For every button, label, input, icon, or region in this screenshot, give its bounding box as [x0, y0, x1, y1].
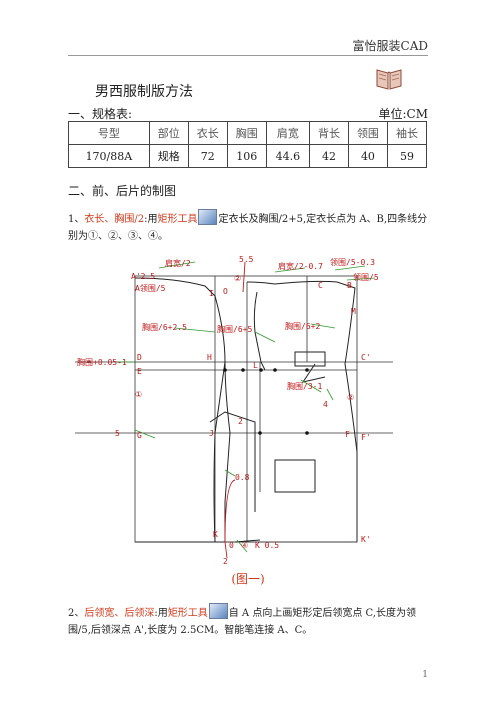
- para2-text: :用: [154, 608, 168, 619]
- section-front-back-heading: 二、前、后片的制图: [68, 184, 177, 198]
- label-J: J: [209, 429, 214, 438]
- label-D: D: [137, 353, 142, 362]
- para2-highlight: 后领宽、后领深: [84, 608, 155, 619]
- spec-header-cell: 号型: [68, 121, 150, 145]
- spec-table-row: 170/88A 规格 72 106 44.6 42 40 59: [68, 144, 428, 168]
- para1-prefix: 1、: [68, 214, 85, 225]
- label-a-prime: A'2.5: [131, 272, 155, 281]
- label-zero-eight: 0.8: [235, 473, 250, 482]
- label-chest-6-2-5: 胸围/6+2.5: [142, 322, 187, 332]
- label-M: M: [351, 307, 356, 316]
- figure-guide-lines: [119, 261, 376, 553]
- para1-rest: 定衣长及胸围/2+5,定衣长点为 A、B,四条线分别为①、②、③、④。: [68, 214, 428, 242]
- label-circle-one: ①: [135, 390, 142, 399]
- label-O: O: [223, 287, 228, 296]
- label-chest-6-5: 胸围/6+5: [217, 324, 252, 334]
- spec-cell: 规格: [148, 144, 189, 168]
- spec-cell: 42: [308, 144, 349, 168]
- label-circle-two: ②: [347, 393, 354, 402]
- rectangle-tool-icon: [198, 209, 218, 225]
- spec-cell: 170/88A: [68, 144, 150, 168]
- label-C-prime: C': [361, 353, 371, 362]
- document-title: 男西服制版方法: [95, 84, 193, 100]
- header-brand: 富怡服装CAD: [352, 39, 428, 53]
- label-F: F: [345, 430, 350, 439]
- figure-caption: (图一): [231, 572, 265, 586]
- para1-tool-name: 矩形工具: [157, 214, 198, 225]
- label-C: C: [318, 281, 323, 290]
- spec-header-cell: 部位: [148, 121, 189, 145]
- instruction-paragraph-1: 1、衣长、胸围/2:用矩形工具定衣长及胸围/2+5,定衣长点为 A、B,四条线分…: [68, 209, 428, 245]
- label-five: 5: [115, 429, 120, 438]
- label-F-prime: F': [361, 433, 371, 442]
- figure-points: [223, 368, 309, 435]
- label-K-prime: K': [361, 535, 371, 544]
- spec-header-cell: 衣长: [187, 121, 228, 145]
- label-chest-6-2: 胸围/6+2: [285, 321, 320, 331]
- spec-header-cell: 肩宽: [265, 121, 310, 145]
- label-circle-four: ④: [241, 541, 248, 550]
- para2-rest: 自 A 点向上画矩形定后领宽点 C,长度为领围/5,后领深点 A',长度为 2.…: [68, 608, 416, 636]
- label-chest-3-1: 胸围/3-1: [287, 381, 322, 391]
- label-five-five: 5.5: [239, 255, 254, 264]
- figure-construction-lines: [75, 275, 393, 543]
- label-chest-left: 胸围+0.05-1: [77, 357, 127, 367]
- label-collar-five-r: 领围/5: [353, 272, 379, 282]
- label-zero-k: 0: [229, 541, 234, 550]
- spec-cell: 106: [226, 144, 267, 168]
- label-shoulder-half: 肩宽/2: [165, 258, 191, 268]
- label-collar-minus: 领围/5-0.3: [330, 257, 375, 267]
- spec-table-header-row: 号型 部位 衣长 胸围 肩宽 背长 领围 袖长: [68, 121, 428, 145]
- label-L: L: [253, 361, 258, 370]
- spec-cell: 44.6: [265, 144, 310, 168]
- pattern-figure: 肩宽/2 5.5 肩宽/2-0.7 领围/5-0.3 A'2.5 ② 领围/5 …: [75, 255, 393, 566]
- figure-pattern-outline: [134, 277, 358, 543]
- label-four: 4: [323, 400, 328, 409]
- spec-header-cell: 背长: [308, 121, 349, 145]
- para2-tool-name: 矩形工具: [167, 608, 208, 619]
- label-E: E: [137, 367, 142, 376]
- unit-label: 单位:CM: [378, 107, 428, 121]
- label-H: H: [207, 353, 212, 362]
- label-B: B: [347, 281, 352, 290]
- spec-cell: 40: [347, 144, 388, 168]
- label-I: I: [209, 289, 214, 298]
- para1-highlight: 衣长、胸围/2: [84, 214, 145, 225]
- label-bottom-two: 2: [223, 557, 228, 566]
- header-divider: [68, 55, 428, 56]
- spec-header-cell: 领围: [347, 121, 388, 145]
- figure-red-lines: [224, 261, 246, 559]
- book-icon: [376, 69, 402, 90]
- spec-header-cell: 袖长: [386, 121, 428, 145]
- para2-prefix: 2、: [68, 608, 85, 619]
- label-a-collar: A领围/5: [135, 283, 166, 293]
- label-G: G: [137, 431, 142, 440]
- spec-cell: 72: [187, 144, 228, 168]
- page-number: 1: [422, 670, 428, 680]
- label-shoulder-minus: 肩宽/2-0.7: [278, 261, 323, 271]
- label-K: K: [213, 530, 218, 539]
- figure-labels: 肩宽/2 5.5 肩宽/2-0.7 领围/5-0.3 A'2.5 ② 领围/5 …: [77, 255, 379, 566]
- spec-cell: 59: [386, 144, 428, 168]
- label-k-zero-five: K 0.5: [255, 541, 279, 550]
- rectangle-tool-icon: [208, 603, 228, 619]
- spec-table: 号型 部位 衣长 胸围 肩宽 背长 领围 袖长 170/88A 规格 72 10…: [68, 121, 428, 168]
- label-two: 2: [238, 417, 243, 426]
- label-circle-two-top: ②: [234, 274, 241, 283]
- figure-point-letters: F F' C' E D G K K' J I H L M C B O: [137, 281, 371, 544]
- instruction-paragraph-2: 2、后领宽、后领深:用矩形工具自 A 点向上画矩形定后领宽点 C,长度为领围/5…: [68, 603, 428, 639]
- spec-header-cell: 胸围: [226, 121, 267, 145]
- section-spec-heading: 一、规格表:: [68, 107, 133, 121]
- para1-text: :用: [144, 214, 158, 225]
